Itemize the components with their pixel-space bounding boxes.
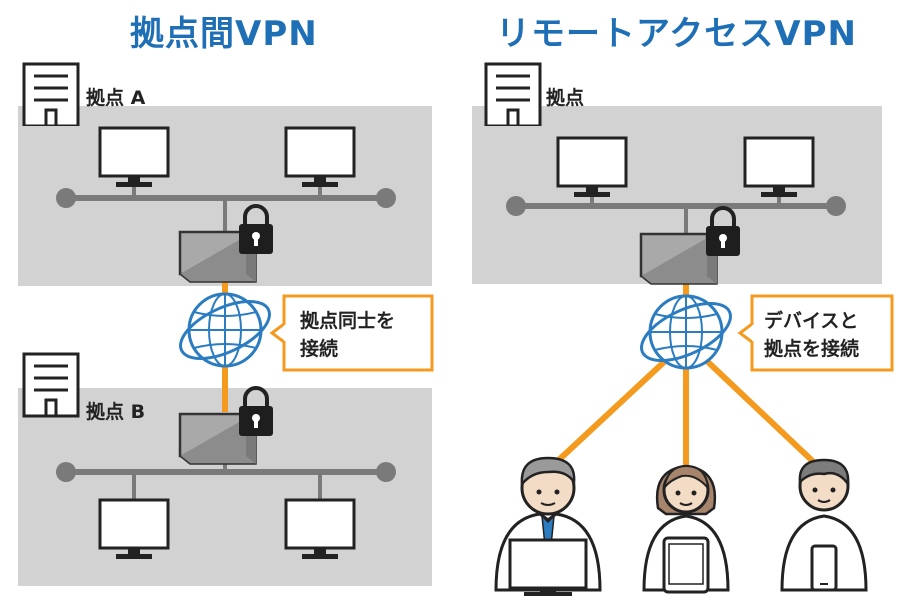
remote-access-diagram: 拠点 デバイスと 拠点を接続 — [472, 62, 894, 596]
internet-globe-icon — [631, 290, 741, 374]
site-a-label: 拠点 A — [86, 86, 146, 109]
site-label: 拠点 — [546, 86, 584, 109]
bus-end-node — [506, 196, 526, 216]
user-with-smartphone-icon — [780, 458, 868, 592]
site-building-icon — [484, 62, 542, 128]
bus-end-node — [56, 462, 76, 482]
vpn-link-user-3 — [705, 359, 825, 473]
callout-text-line2: 接続 — [300, 337, 338, 360]
site-to-site-vpn-title: 拠点間VPN — [130, 14, 318, 54]
remote-access-callout: デバイスと 拠点を接続 — [737, 294, 894, 372]
callout-text-line1: 拠点同士を — [300, 309, 395, 332]
remote-access-vpn-title: リモートアクセスVPN — [496, 14, 857, 54]
site-to-site-diagram: 拠点 A 拠点 B 拠点同士を 接続 — [18, 62, 434, 586]
internet-globe-icon — [170, 288, 280, 372]
callout-text-line2: 拠点を接続 — [764, 337, 859, 360]
user-with-tablet-icon — [642, 464, 730, 594]
site-to-site-callout: 拠点同士を 接続 — [269, 294, 434, 372]
site-b-label: 拠点 B — [86, 400, 145, 423]
bus-end-node — [376, 462, 396, 482]
vpn-link-user-1 — [545, 359, 667, 473]
bus-end-node — [376, 188, 396, 208]
bus-end-node — [826, 196, 846, 216]
site-a-building-icon — [22, 62, 80, 128]
bus-end-node — [56, 188, 76, 208]
router-icon — [639, 232, 719, 286]
callout-text-line1: デバイスと — [764, 309, 858, 332]
user-with-laptop-icon — [494, 456, 602, 596]
site-b-building-icon — [22, 352, 80, 418]
